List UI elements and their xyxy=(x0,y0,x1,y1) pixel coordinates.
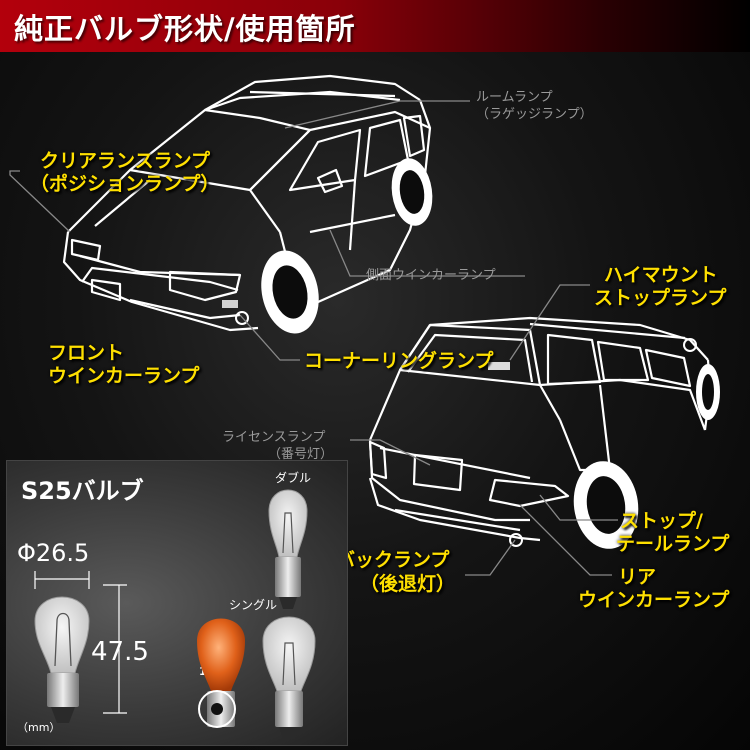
label-stop-tail-2: テールランプ xyxy=(616,533,730,555)
front-car-outline xyxy=(62,74,432,332)
leader-lines xyxy=(9,100,618,576)
label-clearance-lamp: クリアランスランプ xyxy=(40,150,211,172)
label-high-mount-2: ストップランプ xyxy=(594,287,727,309)
bulb-diameter: Φ26.5 xyxy=(17,539,90,567)
label-side-winker: 側面ウインカーランプ xyxy=(366,268,496,283)
label-back-lamp-2: （後退灯） xyxy=(360,573,456,595)
clear-single-bulb xyxy=(262,616,316,739)
label-license-lamp-sub: （番号灯） xyxy=(268,447,334,462)
label-license-lamp: ライセンスランプ xyxy=(222,430,326,445)
amber-single-bulb xyxy=(197,618,245,728)
front-car-wheels xyxy=(222,158,433,334)
label-rear-winker-1: リア xyxy=(618,566,657,588)
double-label: ダブル xyxy=(275,471,312,485)
label-back-lamp-1: バックランプ xyxy=(336,549,450,571)
header-bar: 純正バルブ形状/使用箇所 xyxy=(0,0,750,52)
label-front-winker-1: フロント xyxy=(48,342,125,364)
unit-label: （mm） xyxy=(17,721,61,734)
single-label: シングル xyxy=(229,598,278,612)
label-room-lamp: ルームランプ xyxy=(476,90,553,105)
page-title: 純正バルブ形状/使用箇所 xyxy=(14,12,356,46)
bulb-panel: S25バルブ Φ26.5 47.5 （mm） ダブル シングル 150° xyxy=(6,460,348,746)
bulb-panel-title: S25バルブ xyxy=(21,477,144,505)
label-front-winker-2: ウインカーランプ xyxy=(48,365,200,387)
bulb-height: 47.5 xyxy=(91,637,149,667)
dimension-lines xyxy=(34,571,127,714)
rear-car-outline xyxy=(368,316,712,542)
label-high-mount-1: ハイマウント xyxy=(604,264,718,286)
dimension-bulb xyxy=(34,596,90,723)
label-rear-winker-2: ウインカーランプ xyxy=(578,589,730,611)
double-filament-bulb xyxy=(268,489,308,609)
label-clearance-lamp-sub: （ポジションランプ） xyxy=(30,173,220,195)
label-cornering-lamp: コーナーリングランプ xyxy=(304,350,494,372)
label-room-lamp-sub: （ラゲッジランプ） xyxy=(476,107,593,122)
label-stop-tail-1: ストップ/ xyxy=(620,510,703,532)
angle-indicator-icon xyxy=(198,690,236,728)
bulb-drawings xyxy=(34,489,316,739)
